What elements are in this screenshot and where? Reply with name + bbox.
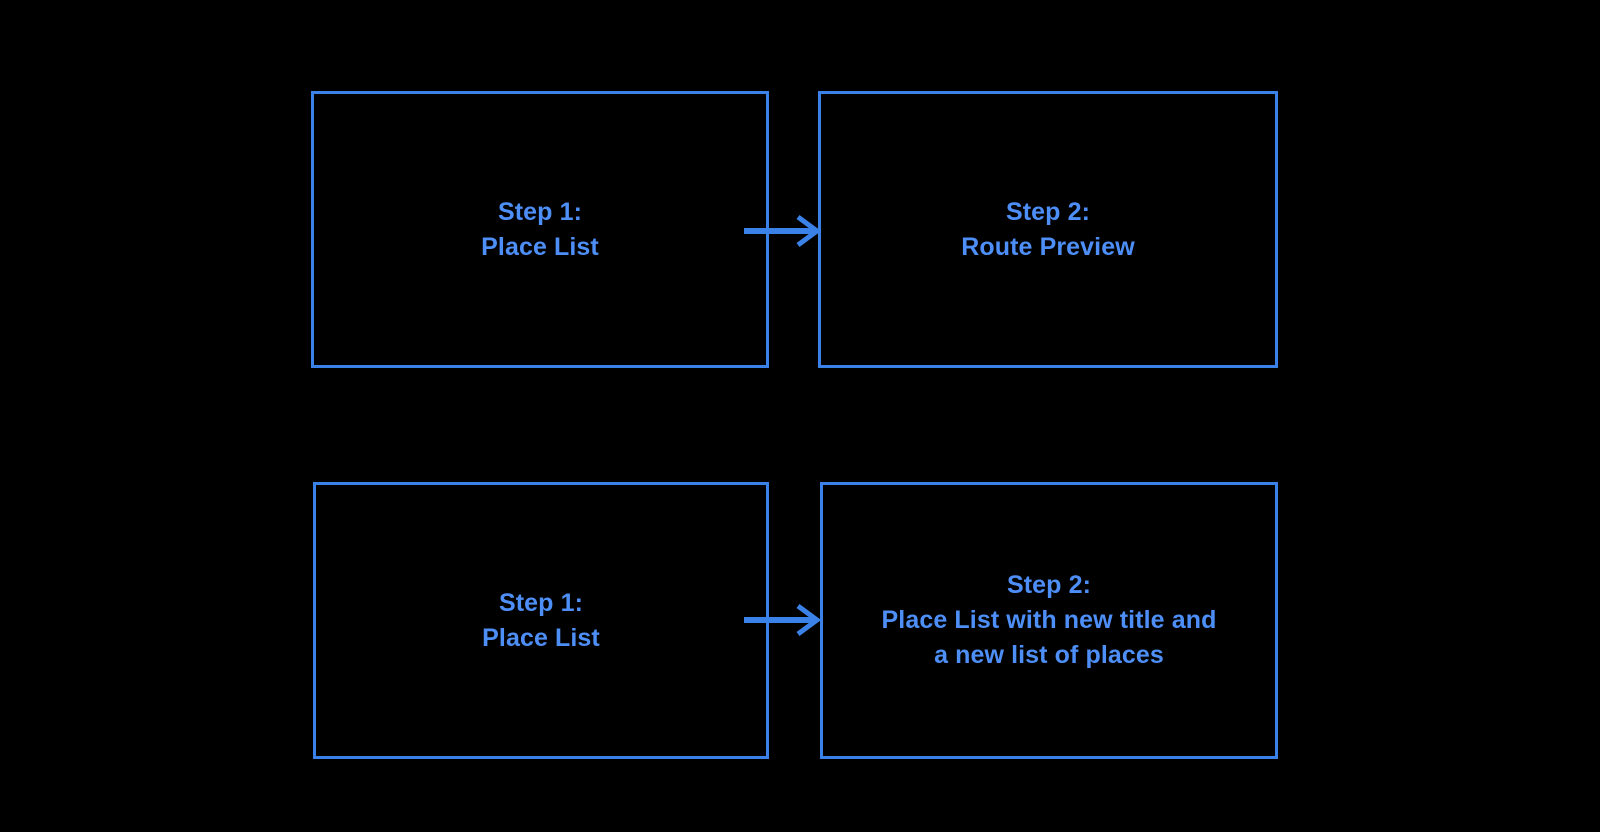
flow-box-row2-step2[interactable]: Step 2: Place List with new title and a … (820, 482, 1278, 759)
flow-box-label: Step 1: Place List (482, 588, 600, 652)
flow-box-row1-step2[interactable]: Step 2: Route Preview (818, 91, 1278, 368)
flow-box-label: Step 2: Place List with new title and a … (881, 571, 1217, 669)
flow-box-row2-step1[interactable]: Step 1: Place List (313, 482, 769, 759)
flow-box-label: Step 2: Route Preview (961, 197, 1135, 261)
flow-box-label: Step 1: Place List (481, 197, 599, 261)
flow-box-row1-step1[interactable]: Step 1: Place List (311, 91, 769, 368)
